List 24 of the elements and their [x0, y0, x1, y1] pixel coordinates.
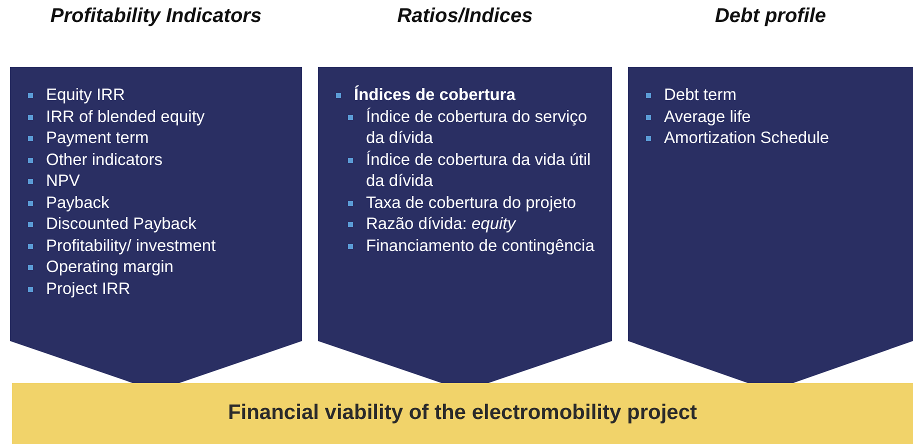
bullet-item: Profitability/ investment: [26, 236, 216, 257]
column-heading: Ratios/Indices: [396, 5, 534, 28]
bullet-item: Discounted Payback: [26, 214, 196, 236]
bullet-item: Other indicators: [26, 150, 162, 171]
bullet-item: NPV: [26, 171, 80, 192]
bullet-item: Financiamento de contingência: [346, 236, 594, 257]
band-title: Financial viability of the electromobility project: [226, 401, 698, 425]
conclusion-band: [12, 383, 913, 444]
bullet-item: Amortization Schedule: [644, 128, 830, 150]
bullet-item: IRR of blended equity: [26, 106, 205, 128]
bullet-item: Taxa de cobertura do projeto: [346, 192, 576, 214]
bullet-item: Payment term: [26, 128, 149, 150]
bullet-item: Operating margin: [26, 257, 174, 278]
bullet-item: Razão dívida: equity: [346, 214, 516, 236]
bullet-item: Average life: [644, 106, 751, 128]
bullet-item: Equity IRR: [26, 85, 125, 106]
bullet-item: Índice de cobertura da vida útil da dívida: [346, 150, 604, 192]
column-heading: Profitability Indicators: [49, 5, 263, 28]
column-heading: Debt profile: [714, 5, 828, 28]
bullet-item: Índice de cobertura do serviço da dívida: [346, 106, 604, 150]
bullet-item: Project IRR: [26, 278, 130, 300]
bullet-item: Debt term: [644, 85, 736, 106]
bullet-item: Payback: [26, 192, 110, 214]
bullet-item: Índices de cobertura: [334, 85, 516, 106]
